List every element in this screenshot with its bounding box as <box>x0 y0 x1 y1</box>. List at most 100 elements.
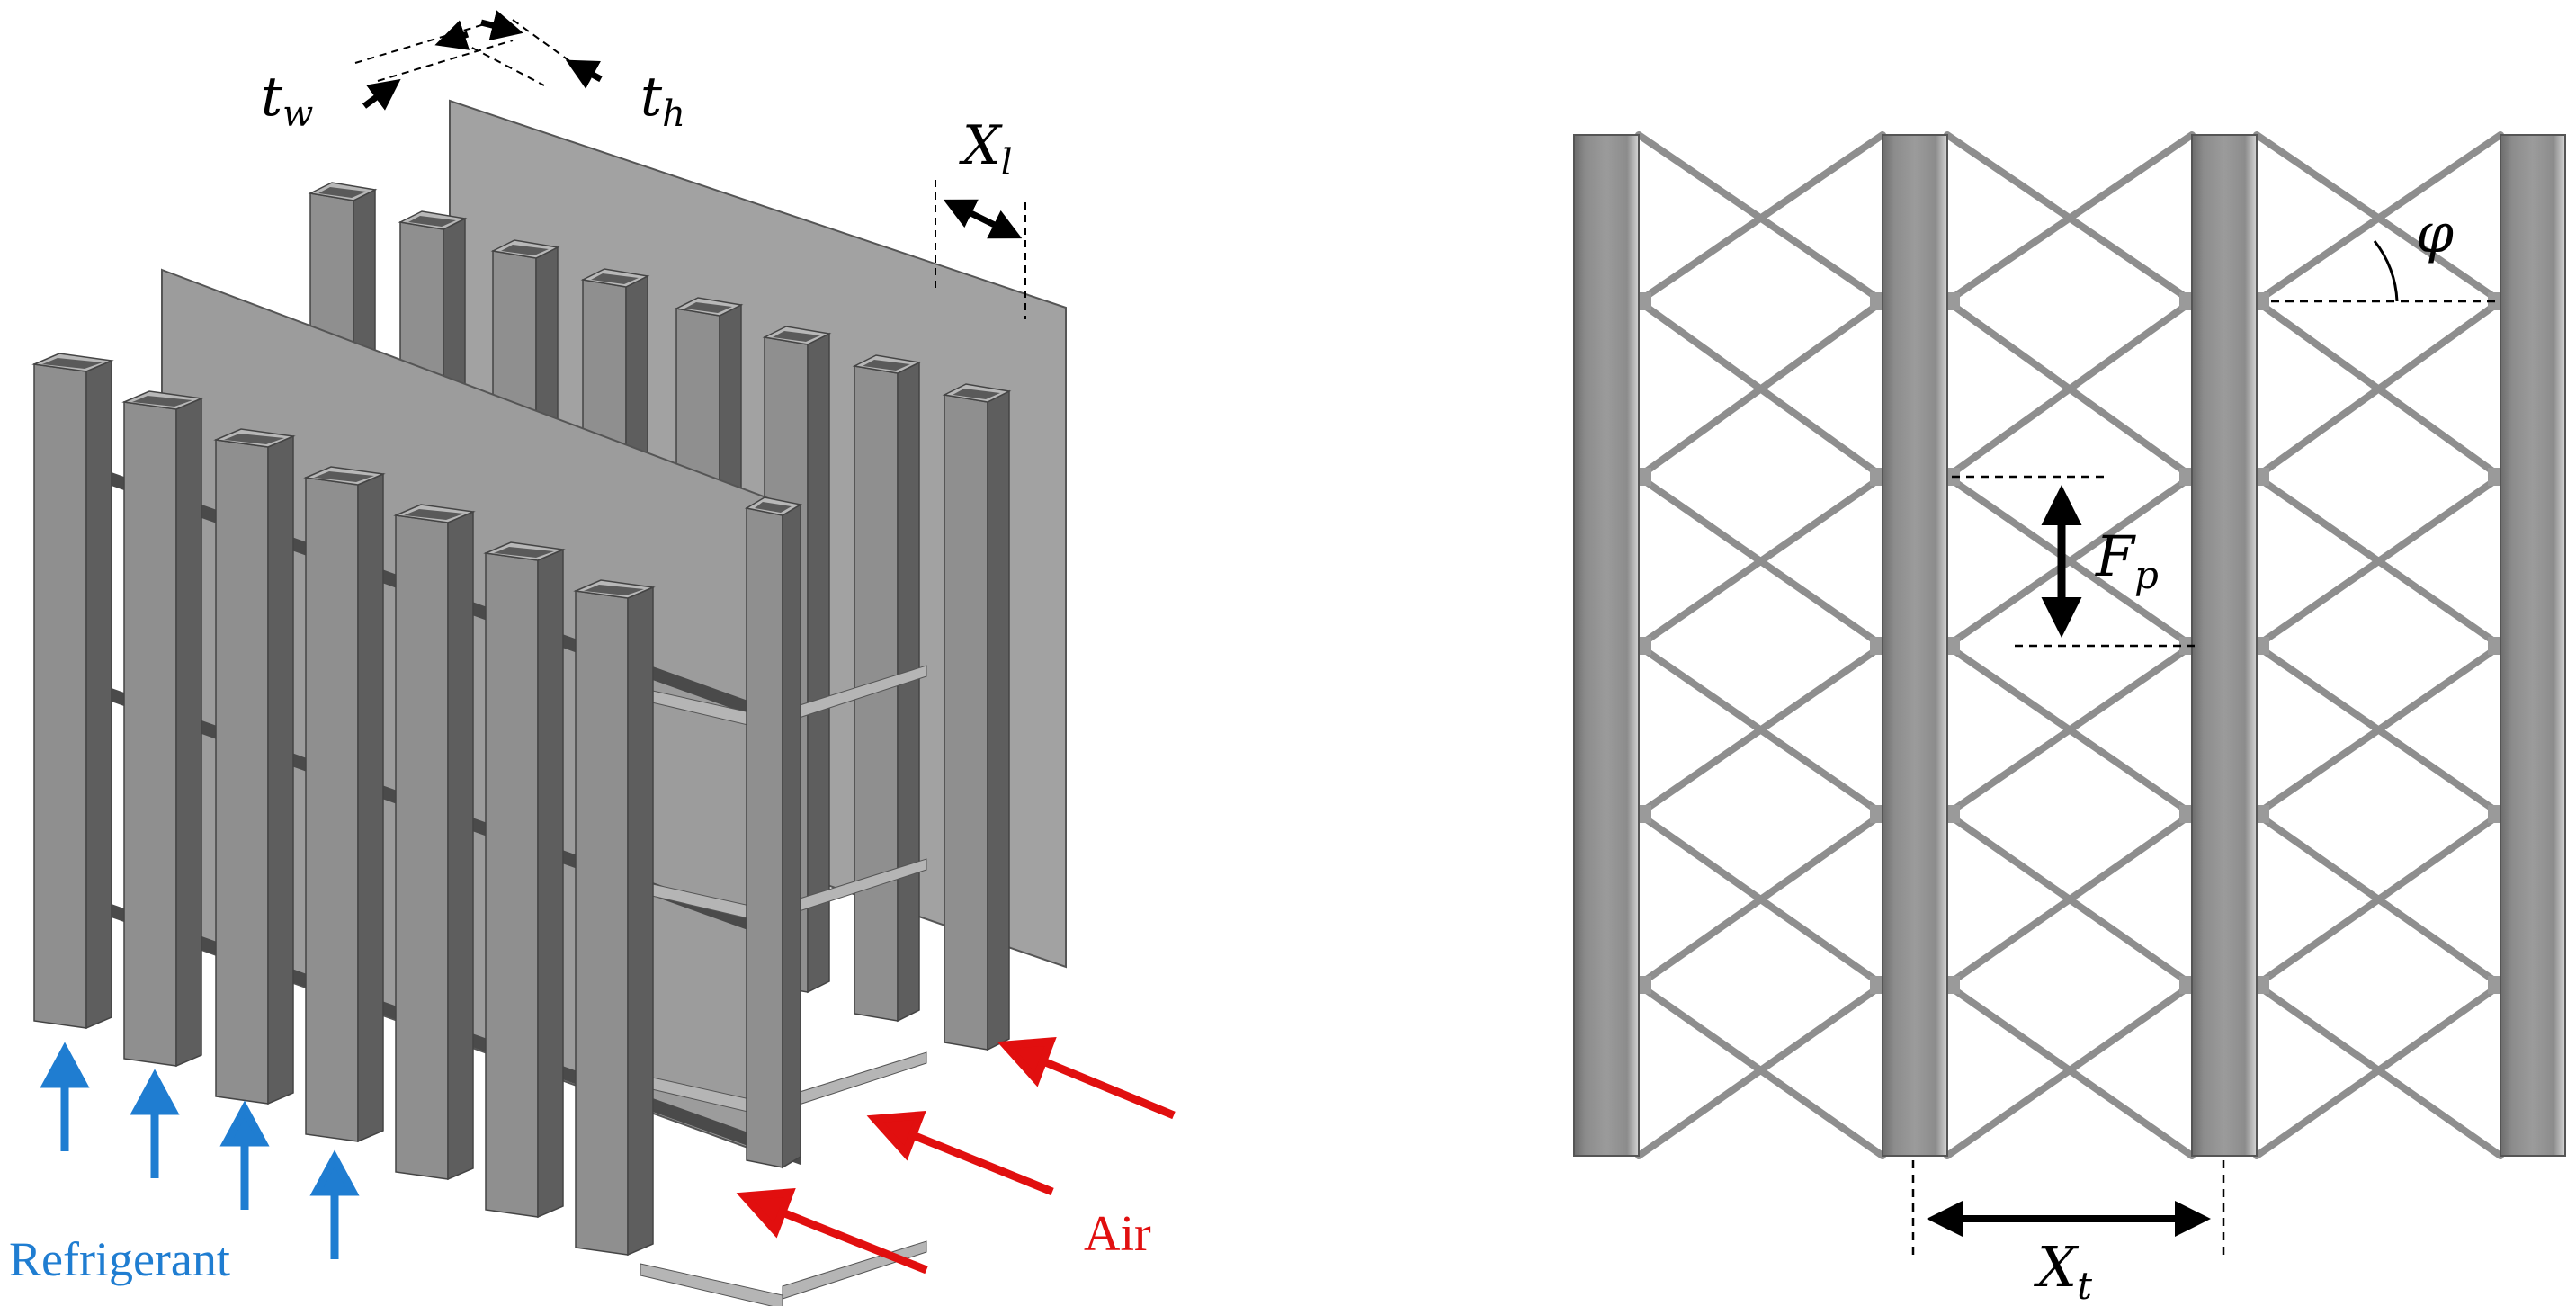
strut-junction <box>1945 976 1960 994</box>
tube-side-face <box>627 586 654 1257</box>
heat-exchanger-3d-view: Refrigerant Air tw th <box>9 10 1176 1306</box>
square-tube <box>852 354 922 1023</box>
tube-opening <box>684 302 732 313</box>
strut-junction <box>1945 805 1960 823</box>
refrigerant-label: Refrigerant <box>9 1232 230 1286</box>
tube-opening <box>404 509 464 520</box>
tube-front-face <box>944 394 988 1051</box>
refrigerant-arrow <box>130 1069 180 1178</box>
fin-strut <box>2253 298 2504 480</box>
air-label: Air <box>1084 1206 1151 1262</box>
fin-strut <box>1944 981 2196 1159</box>
strut-junction <box>1945 292 1960 310</box>
strut-junction <box>2488 976 2502 994</box>
fin-strut <box>2253 810 2504 988</box>
tube-side-face <box>357 472 384 1143</box>
strut-junction <box>1870 805 1884 823</box>
tube-front-face <box>33 363 87 1029</box>
tube-front-face <box>395 514 449 1180</box>
air-flow-arrows <box>736 1036 1176 1275</box>
tw-label: tw <box>261 66 313 135</box>
fin-struts <box>1635 131 2504 1159</box>
fin-strut <box>1944 810 2196 988</box>
fin-strut <box>1635 981 1886 1159</box>
square-tube <box>213 428 296 1105</box>
heat-exchanger-front-view: φ Fp Xt <box>1573 131 2566 1306</box>
refrigerant-arrow <box>219 1100 270 1210</box>
refrigerant-arrow <box>40 1042 90 1151</box>
fin-strut <box>2253 642 2504 818</box>
strut-junction <box>2179 468 2194 486</box>
tube-opening <box>408 216 456 227</box>
xt-label: Xt <box>2034 1234 2092 1306</box>
tube-side-face <box>897 361 920 1023</box>
fin-louver <box>782 1051 927 1111</box>
strut-junction <box>2255 292 2269 310</box>
fin-strut <box>1635 298 1886 480</box>
tube-side-face <box>782 503 801 1169</box>
xl-label: Xl <box>959 114 1013 183</box>
air-arrow <box>997 1036 1176 1120</box>
tube-opening <box>584 585 644 595</box>
tube-wall-dimension <box>354 10 603 111</box>
square-tube <box>942 383 1012 1051</box>
tube-front-face <box>746 507 783 1168</box>
tube-front-face <box>575 590 629 1256</box>
fin-louver <box>640 1263 783 1306</box>
tube-opening <box>318 187 366 198</box>
vertical-tube <box>2191 134 2258 1157</box>
strut-junction <box>1870 292 1884 310</box>
vertical-tube <box>1882 134 1948 1157</box>
tube-side-face <box>175 397 202 1068</box>
tube-side-face <box>987 389 1010 1051</box>
strut-junction <box>1637 292 1651 310</box>
strut-junction <box>1945 637 1960 655</box>
square-tube <box>573 579 656 1257</box>
air-arrow <box>736 1187 928 1275</box>
strut-junction <box>1870 976 1884 994</box>
tube-opening <box>224 434 284 444</box>
fp-label: Fp <box>2095 523 2159 597</box>
phi-label: φ <box>2416 202 2454 265</box>
strut-junction <box>2179 805 2194 823</box>
strut-junction <box>2255 468 2269 486</box>
square-tube <box>744 496 803 1169</box>
tube-side-face <box>267 434 294 1105</box>
strut-junction <box>1637 468 1651 486</box>
tube-opening <box>591 273 639 284</box>
front-view-tubes <box>1573 134 2566 1157</box>
tube-opening <box>494 547 554 558</box>
fin-louver <box>782 1240 927 1300</box>
fin-strut <box>1944 131 2196 305</box>
square-tube <box>303 466 386 1143</box>
front-tube-row <box>31 353 803 1257</box>
tube-front-face <box>485 552 539 1218</box>
fin-strut <box>1944 642 2196 818</box>
strut-junction <box>1637 976 1651 994</box>
fin-strut <box>1635 810 1886 988</box>
fin-strut <box>1635 473 1886 649</box>
air-arrow <box>866 1110 1054 1196</box>
tube-opening <box>755 502 792 513</box>
square-tube <box>31 353 114 1030</box>
strut-junction <box>2179 976 2194 994</box>
tube-front-face <box>123 401 177 1067</box>
tube-opening <box>501 245 549 255</box>
tube-opening <box>953 389 1000 399</box>
strut-junction <box>2255 805 2269 823</box>
fin-strut <box>2253 131 2504 305</box>
strut-junction <box>1637 805 1651 823</box>
strut-junction <box>2179 637 2194 655</box>
tube-opening <box>863 360 910 371</box>
vertical-tube <box>1573 134 1640 1157</box>
square-tube <box>393 504 476 1181</box>
strut-junction <box>2255 976 2269 994</box>
strut-junction <box>2179 292 2194 310</box>
square-tube <box>483 541 566 1219</box>
tube-opening <box>773 331 820 342</box>
fin-strut <box>1635 131 1886 305</box>
refrigerant-arrow <box>309 1149 360 1259</box>
tube-opening <box>132 396 192 407</box>
strut-junction <box>2255 637 2269 655</box>
